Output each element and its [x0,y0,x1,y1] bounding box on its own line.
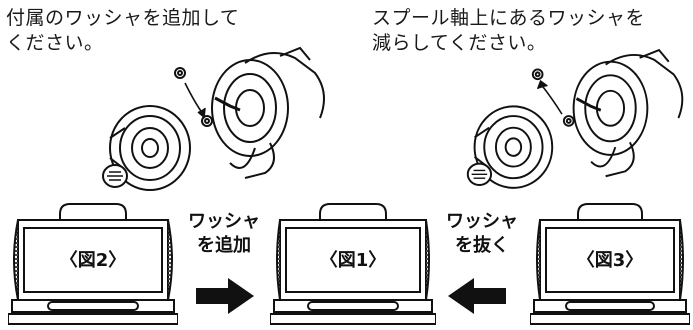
figure-label-fig3: 〈図3〉 [576,250,644,271]
instruction-add-washer: 付属のワッシャを追加して ください。 [6,7,240,54]
arrow-label-add: ワッシャ を追加 [188,211,260,256]
arrow-left-icon [448,278,506,314]
figure-label-fig2: 〈図2〉 [59,250,127,271]
spool-diagram-fig1: 〈図1〉 [269,198,437,326]
reel-illustration-remove [466,48,684,189]
reel-illustration-add [102,46,325,191]
spool-fig2-graphic [7,203,179,325]
arrow-label-remove: ワッシャ を抜く [446,211,518,256]
figure-label-fig1: 〈図1〉 [319,250,387,271]
arrow-right-icon [196,278,254,314]
spool-fig3-graphic [529,203,691,325]
spool-diagram-fig3: 〈図3〉 [529,198,691,326]
spool-fig1-graphic [269,203,437,325]
spool-diagram-fig2: 〈図2〉 [7,198,179,326]
instruction-remove-washer: スプール軸上にあるワッシャを 減らしてください。 [372,7,646,54]
